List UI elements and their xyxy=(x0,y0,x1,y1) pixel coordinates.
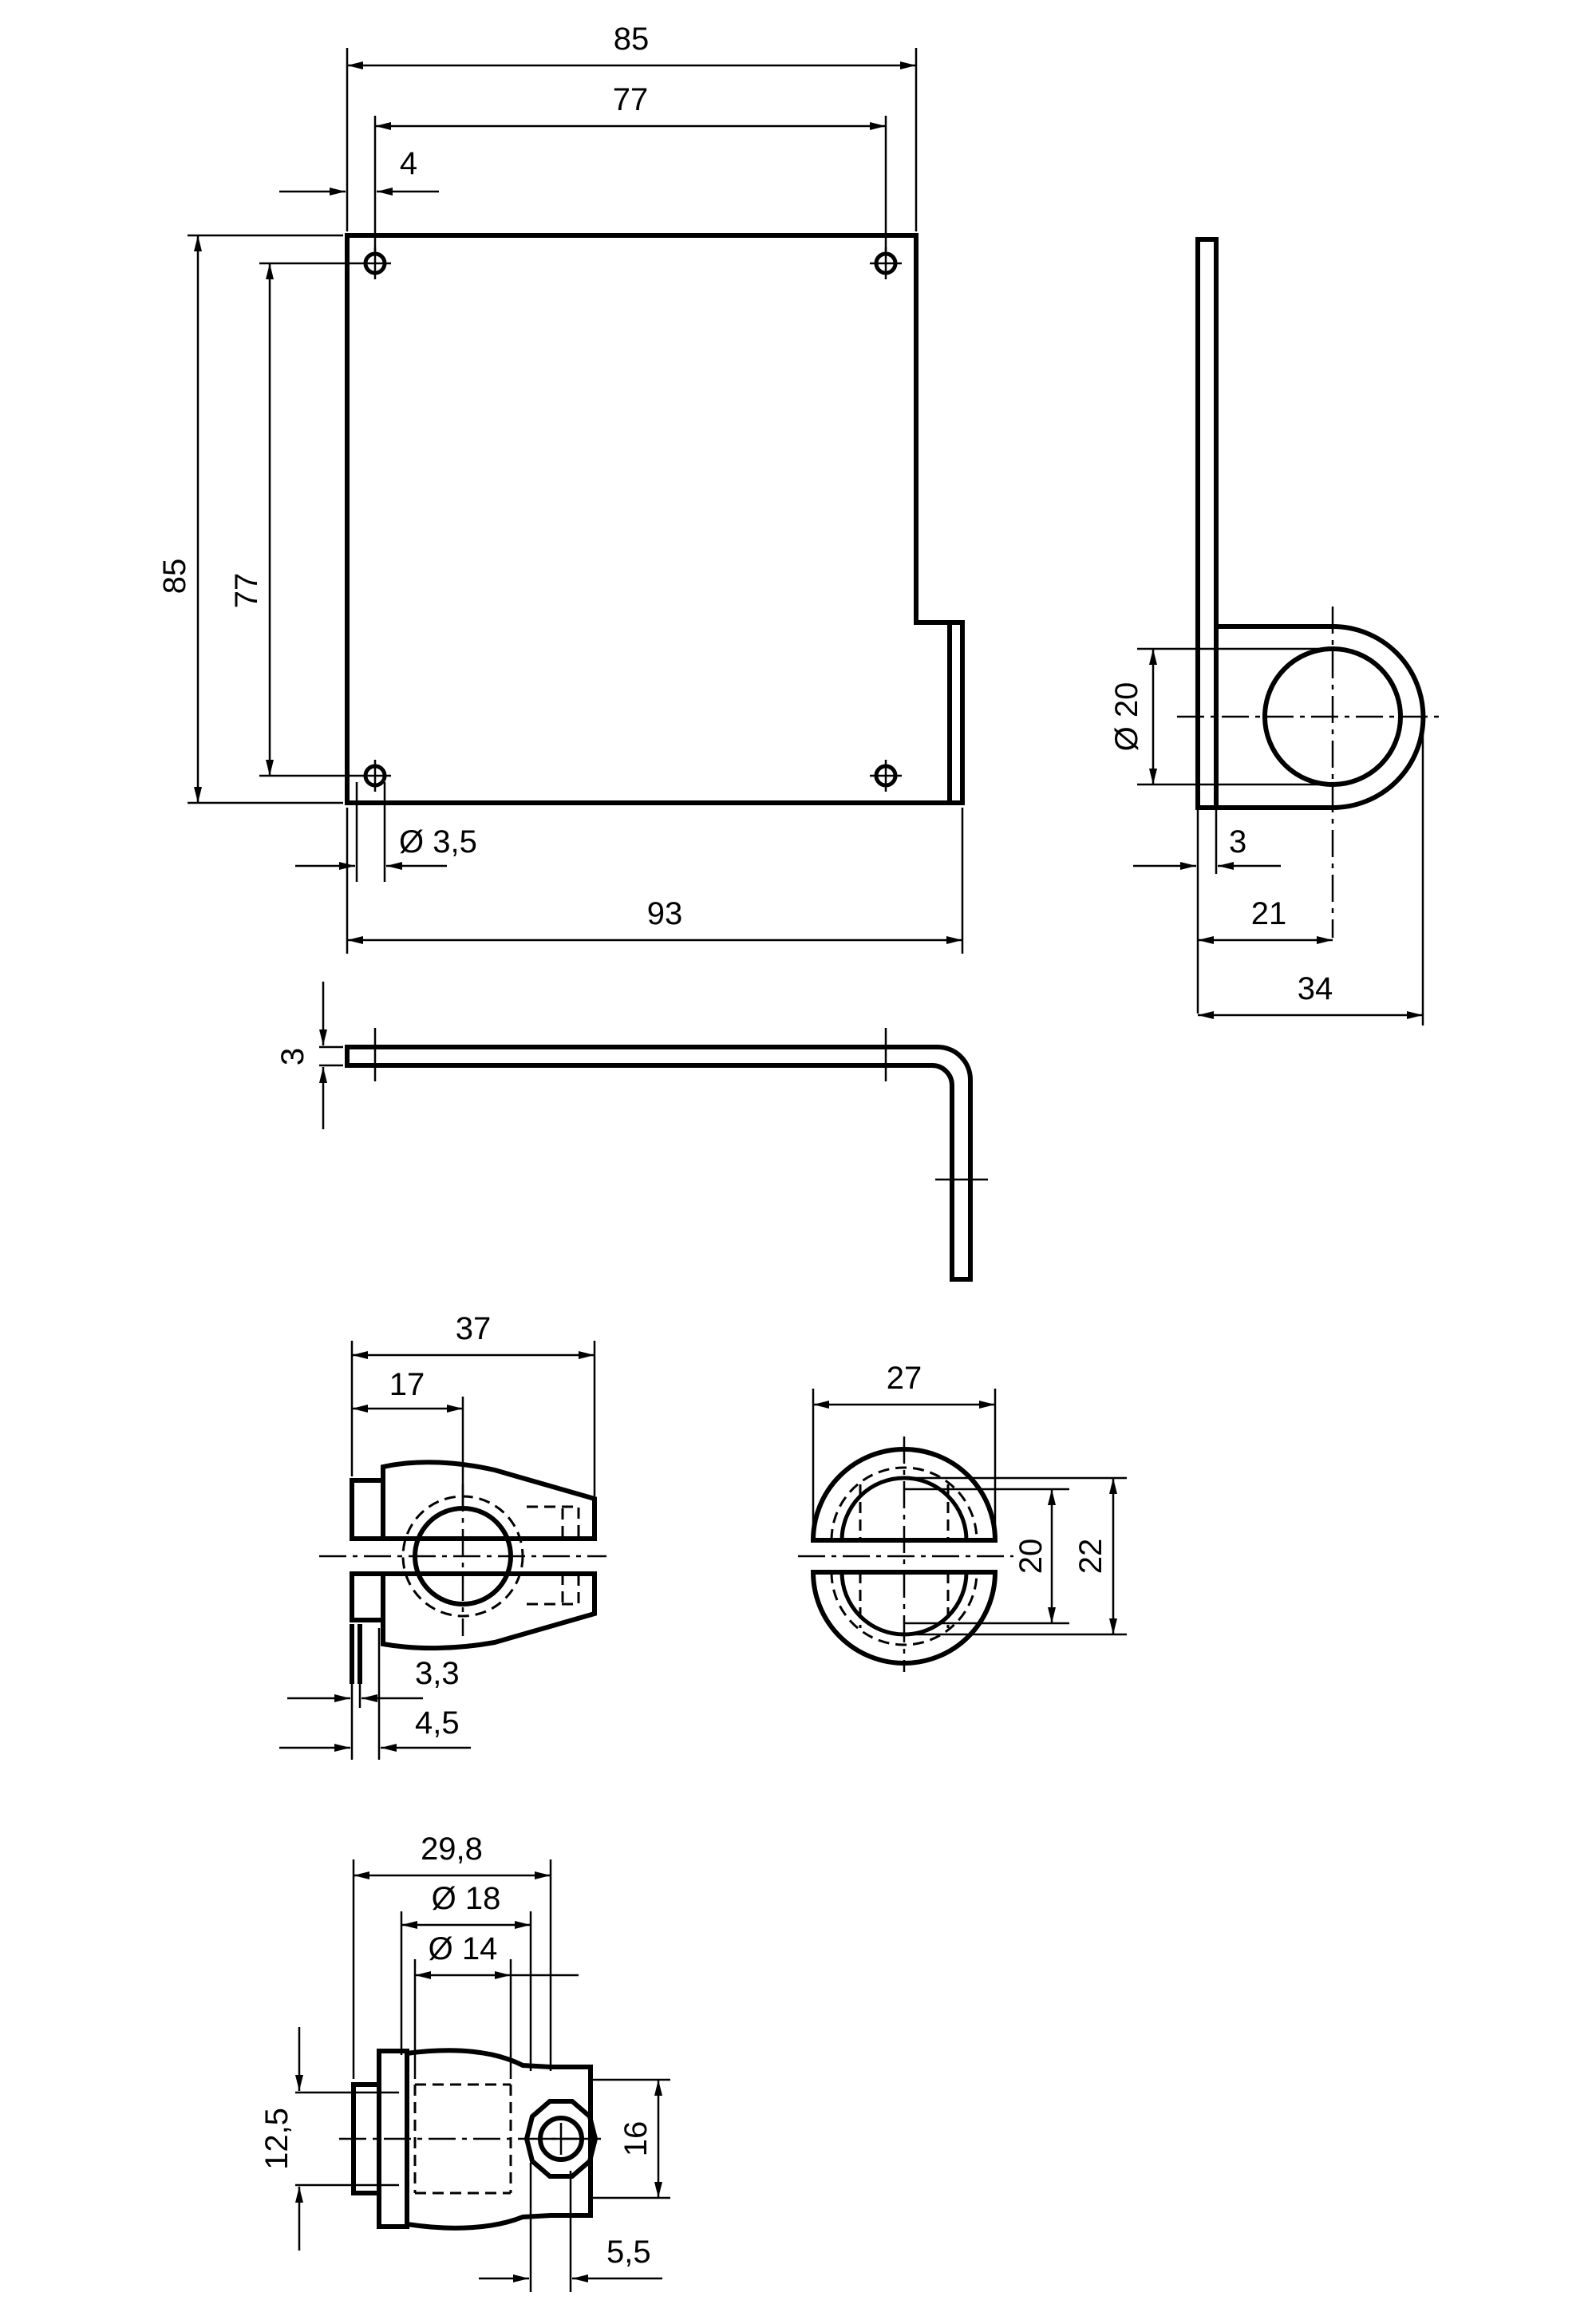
plate-top-view: 3 xyxy=(275,982,988,1282)
dim-clamp-center: 17 xyxy=(389,1367,425,1402)
sleeve-side-view: 29,8 Ø 18 Ø 14 12,5 16 5,5 xyxy=(259,1832,670,2292)
dim-sleeve-height-12-5: 12,5 xyxy=(259,2108,294,2170)
plate-side-view: Ø 20 3 21 34 xyxy=(1109,237,1444,1026)
dim-hole-spacing-v: 77 xyxy=(229,573,264,609)
clamp-front-view: 27 20 22 xyxy=(798,1361,1127,1672)
dim-plate-width: 85 xyxy=(614,22,650,57)
dim-side-thickness: 3 xyxy=(1229,824,1246,860)
dim-clamp-length: 37 xyxy=(456,1311,492,1346)
dim-sleeve-height-16: 16 xyxy=(618,2121,654,2157)
dim-clamp-width: 27 xyxy=(887,1361,922,1396)
dim-ring-center: 21 xyxy=(1251,896,1287,931)
clamp-side-view: 37 17 3,3 4,5 xyxy=(279,1311,606,1760)
dim-hole-dia: Ø 3,5 xyxy=(399,824,477,860)
dim-hole-spacing-h: 77 xyxy=(613,82,649,117)
dim-clamp-flange-4-5: 4,5 xyxy=(415,1705,460,1741)
dim-clamp-bore: 20 xyxy=(1013,1539,1049,1575)
plate-front-view: 85 77 4 85 77 Ø 3,5 93 xyxy=(157,22,965,954)
dim-clamp-flange-3-3: 3,3 xyxy=(415,1656,460,1691)
dim-sleeve-dia-18: Ø 18 xyxy=(432,1881,501,1916)
dim-screw-offset: 5,5 xyxy=(606,2235,651,2270)
dim-ring-outer: 34 xyxy=(1298,971,1333,1006)
dim-bottom-thickness: 3 xyxy=(275,1048,310,1065)
dim-sleeve-dia-14: Ø 14 xyxy=(429,1931,498,1966)
dim-clamp-outer: 22 xyxy=(1073,1539,1108,1575)
dim-plate-height: 85 xyxy=(157,559,192,595)
dim-sleeve-length: 29,8 xyxy=(421,1832,483,1867)
dim-hole-offset: 4 xyxy=(400,146,417,181)
dim-ring-dia: Ø 20 xyxy=(1109,682,1144,752)
dim-total-length: 93 xyxy=(647,896,683,931)
